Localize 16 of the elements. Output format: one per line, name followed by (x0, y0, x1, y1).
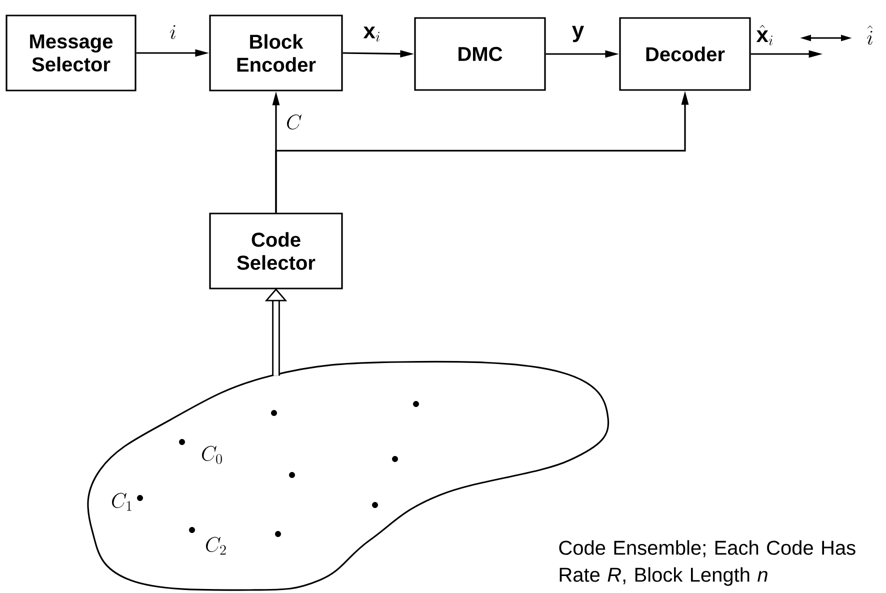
ensemble-blob (87, 360, 610, 591)
block-box: Decoder (619, 17, 751, 91)
block-box: DMC (414, 17, 546, 91)
block-box: Message Selector (6, 14, 136, 92)
edge-label: $C$ (287, 114, 302, 130)
edge-label: $\hat{\mathbf{x}}_i$ (756, 24, 773, 46)
math-label: $C_2$ (206, 536, 226, 555)
block-box: Code Selector (209, 212, 343, 290)
edge-label: $i$ (170, 25, 176, 39)
caption-text: Code Ensemble; Each Code Has Rate R, Block Length n (559, 540, 856, 586)
math-label: $C_1$ (112, 492, 132, 511)
edge-label: $\mathbf{y}$ (572, 26, 584, 42)
math-label: $C_0$ (202, 446, 222, 464)
block-box: Block Encoder (209, 14, 343, 92)
math-label: $\hat{i}$ (867, 25, 873, 45)
edge-label: $\mathbf{x}_i$ (363, 26, 380, 42)
